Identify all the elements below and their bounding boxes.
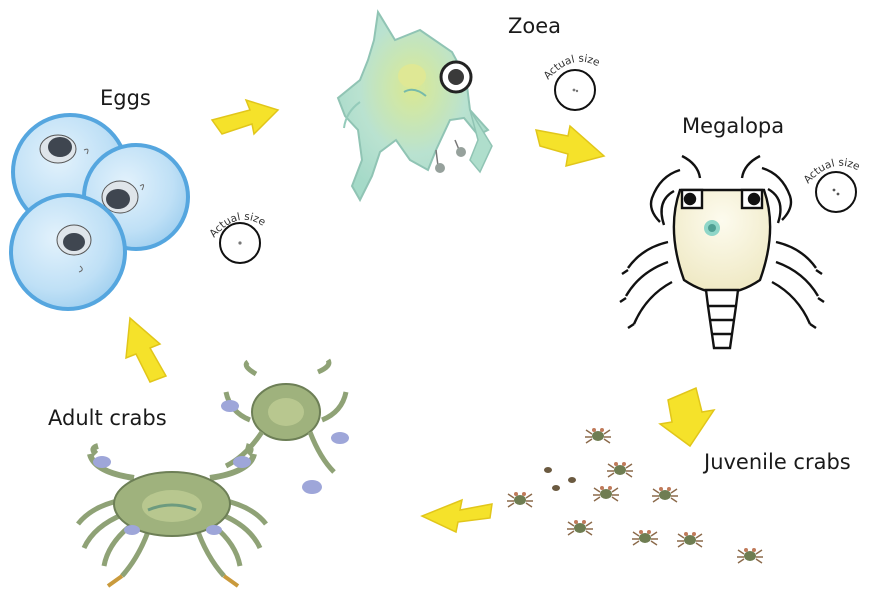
eggs-label: Eggs [100, 88, 151, 109]
juvenile-crabs-illustration [507, 428, 763, 563]
zoea-illustration [338, 12, 492, 200]
zoea-label: Zoea [508, 16, 561, 37]
megalopa-illustration [620, 156, 824, 348]
eggs-actual-size-marker [220, 223, 260, 263]
arrow-juvenile-to-adult [422, 500, 492, 532]
zoea-actual-size-marker [555, 70, 595, 110]
adult-crabs-label: Adult crabs [48, 408, 167, 429]
adult-crab-small-illustration [221, 360, 349, 494]
eggs-illustration [11, 115, 188, 309]
juvenile-crabs-label: Juvenile crabs [704, 452, 851, 473]
adult-crab-large-illustration [78, 446, 266, 586]
arrow-eggs-to-zoea [212, 100, 278, 134]
arrow-megalopa-to-juvenile [660, 388, 714, 446]
arrow-adult-to-eggs [126, 318, 166, 382]
arrow-zoea-to-megalopa [536, 126, 604, 166]
megalopa-actual-size-marker [816, 172, 856, 212]
megalopa-label: Megalopa [682, 116, 784, 137]
